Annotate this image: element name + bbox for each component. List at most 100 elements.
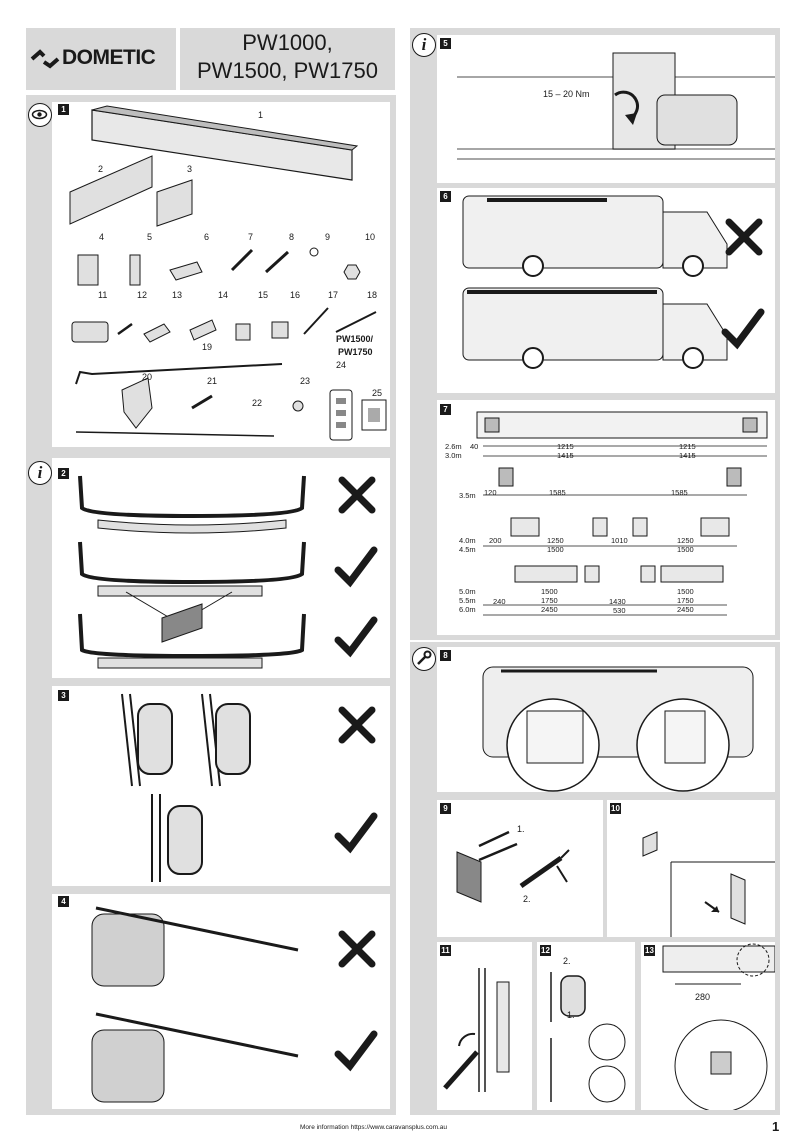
- cross-mark-icon: [725, 218, 763, 256]
- part-label-12: 12: [137, 290, 148, 300]
- step-11-panel: [437, 942, 532, 1110]
- callout-2: 2.: [523, 894, 531, 904]
- part-label-21: 21: [207, 376, 218, 386]
- dim-label: 530: [613, 606, 626, 615]
- sealant-diagram: [456, 830, 570, 903]
- step-8-panel: [437, 647, 775, 792]
- step-badge-5: 5: [440, 38, 451, 49]
- dim-label: 1500: [541, 587, 558, 596]
- callout-1: 1.: [517, 824, 525, 834]
- dim-label: 1500: [677, 587, 694, 596]
- step-3-panel: [52, 686, 390, 886]
- part-label-11: 11: [98, 290, 108, 300]
- step-5-panel: 15 – 20 Nm: [437, 35, 775, 183]
- dim-label: 1250: [677, 536, 694, 545]
- brand-name: DOMETIC: [62, 46, 156, 69]
- bracket-spacing-diagram: [476, 411, 768, 616]
- step-10-panel: [607, 800, 775, 937]
- step-badge-11: 11: [440, 945, 451, 956]
- drilling-position-diagram: [482, 666, 754, 792]
- cross-mark-icon: [338, 706, 376, 744]
- dim-label: 1430: [609, 597, 626, 606]
- dim-label: 240: [493, 597, 506, 606]
- dim-label: 1750: [541, 596, 558, 605]
- side-mount-diagram: [121, 693, 378, 882]
- length-label: 5.0m: [459, 587, 476, 596]
- part-label-7: 7: [248, 232, 254, 242]
- step-badge-4: 4: [58, 896, 69, 907]
- step-badge-6: 6: [440, 191, 451, 202]
- check-mark-icon: [334, 616, 378, 658]
- length-label: 3.5m: [459, 491, 476, 500]
- check-mark-icon: [334, 546, 378, 588]
- part-label-24: 24: [336, 360, 347, 370]
- step-9-panel: 1. 2.: [437, 800, 603, 937]
- part-label-19: 19: [202, 342, 213, 352]
- step-badge-1: 1: [58, 104, 69, 115]
- dim-label: 1250: [547, 536, 564, 545]
- step-4-panel: [52, 894, 390, 1109]
- dim-label: 1500: [677, 545, 694, 554]
- part-label-6: 6: [204, 232, 210, 242]
- variant-note-line1: PW1500/: [336, 334, 374, 344]
- dim-label: 1215: [679, 442, 696, 451]
- info-icon: i: [28, 461, 52, 485]
- model-box: [180, 28, 395, 90]
- step-badge-7: 7: [440, 404, 451, 415]
- parts-overview-diagram: [69, 105, 387, 441]
- eye-icon: [28, 103, 52, 127]
- length-label: 4.5m: [459, 545, 476, 554]
- dim-label: 2450: [677, 605, 694, 614]
- step-12-panel: 2. 1.: [537, 942, 635, 1110]
- wall-curvature-diagram: [78, 475, 378, 669]
- part-label-10: 10: [365, 232, 376, 242]
- dim-label: 1415: [679, 451, 696, 460]
- dim-label: 1500: [547, 545, 564, 554]
- step-badge-10: 10: [610, 803, 621, 814]
- part-label-4: 4: [99, 232, 105, 242]
- step-badge-2: 2: [58, 468, 69, 479]
- cross-mark-icon: [338, 476, 376, 514]
- dim-label: 1415: [557, 451, 574, 460]
- part-label-15: 15: [258, 290, 269, 300]
- check-mark-icon: [334, 1030, 378, 1072]
- variant-note-line2: PW1750: [338, 347, 373, 357]
- length-label: 2.6m: [445, 442, 462, 451]
- dim-label: 200: [489, 536, 502, 545]
- part-label-16: 16: [290, 290, 301, 300]
- part-label-18: 18: [367, 290, 378, 300]
- part-label-17: 17: [328, 290, 339, 300]
- model-title-line1: PW1000,: [242, 30, 333, 55]
- support-arm-diagram: [91, 906, 378, 1103]
- cross-mark-icon: [338, 930, 376, 968]
- part-label-9: 9: [325, 232, 331, 242]
- check-mark-icon: [721, 308, 765, 350]
- torque-diagram: [457, 52, 775, 160]
- part-label-14: 14: [218, 290, 229, 300]
- footer-info: More information https://www.caravansplu…: [300, 1124, 448, 1131]
- length-label: 4.0m: [459, 536, 476, 545]
- step-badge-9: 9: [440, 803, 451, 814]
- step-7-panel: 2.6m 3.0m 40 1215 1215 1415 1415 3.5m 12…: [437, 400, 775, 635]
- step-2-panel: [52, 458, 390, 678]
- length-label: 3.0m: [445, 451, 462, 460]
- part-label-2: 2: [98, 164, 104, 174]
- part-label-22: 22: [252, 398, 263, 408]
- page-number: 1: [772, 1119, 780, 1134]
- part-label-3: 3: [187, 164, 193, 174]
- dim-label: 40: [470, 442, 479, 451]
- part-label-13: 13: [172, 290, 183, 300]
- dim-label: 1585: [549, 488, 566, 497]
- dim-label: 1750: [677, 596, 694, 605]
- dim-label: 1215: [557, 442, 574, 451]
- check-mark-icon: [334, 812, 378, 854]
- step-badge-3: 3: [58, 690, 69, 701]
- hang-diagram: [550, 972, 626, 1103]
- dim-label: 1585: [671, 488, 688, 497]
- offset-dimension: 280: [695, 992, 711, 1002]
- step-badge-8: 8: [440, 650, 451, 661]
- info-icon: i: [412, 33, 436, 57]
- length-label: 5.5m: [459, 596, 476, 605]
- part-label-20: 20: [142, 372, 153, 382]
- part-label-23: 23: [300, 376, 311, 386]
